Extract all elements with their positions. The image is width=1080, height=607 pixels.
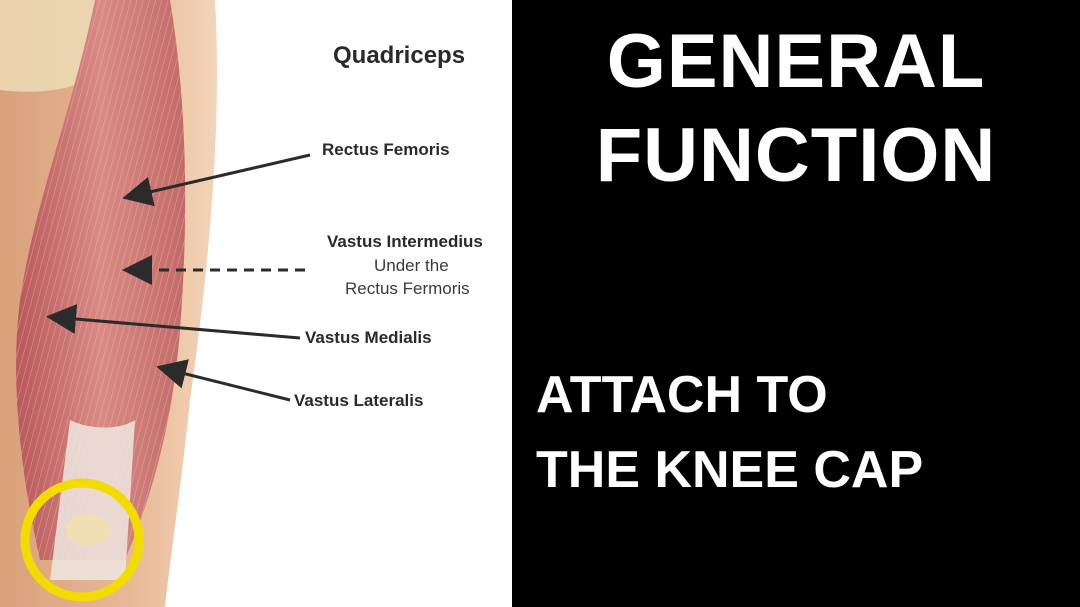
subheading-line-2: THE KNEE CAP [536, 441, 924, 499]
label-rectus-femoris: Rectus Femoris [322, 140, 450, 159]
arrow-vastus-medialis [46, 304, 301, 340]
subheading-line-1: ATTACH TO [536, 366, 828, 424]
heading-line-2: FUNCTION [595, 113, 997, 198]
quadriceps-illustration [0, 0, 311, 607]
knee-cap-highlight-circle [20, 478, 144, 602]
text-panel: GENERAL FUNCTION ATTACH TO THE KNEE CAP [512, 0, 1080, 607]
label-vastus-lateralis: Vastus Lateralis [294, 391, 424, 410]
arrow-vastus-lateralis [156, 359, 291, 402]
arrow-rectus-femoris [122, 153, 311, 207]
diagram-title: Quadriceps [333, 42, 466, 69]
heading-line-1: GENERAL [606, 19, 986, 104]
label-rectus-fermoris: Rectus Fermoris [345, 279, 470, 298]
label-vastus-medialis: Vastus Medialis [305, 328, 432, 347]
patella [66, 514, 110, 546]
label-vastus-intermedius: Vastus Intermedius [327, 232, 483, 251]
anatomy-panel: Quadriceps Rectus Femoris Vastus Interme… [0, 0, 512, 607]
label-under-the: Under the [374, 256, 449, 275]
